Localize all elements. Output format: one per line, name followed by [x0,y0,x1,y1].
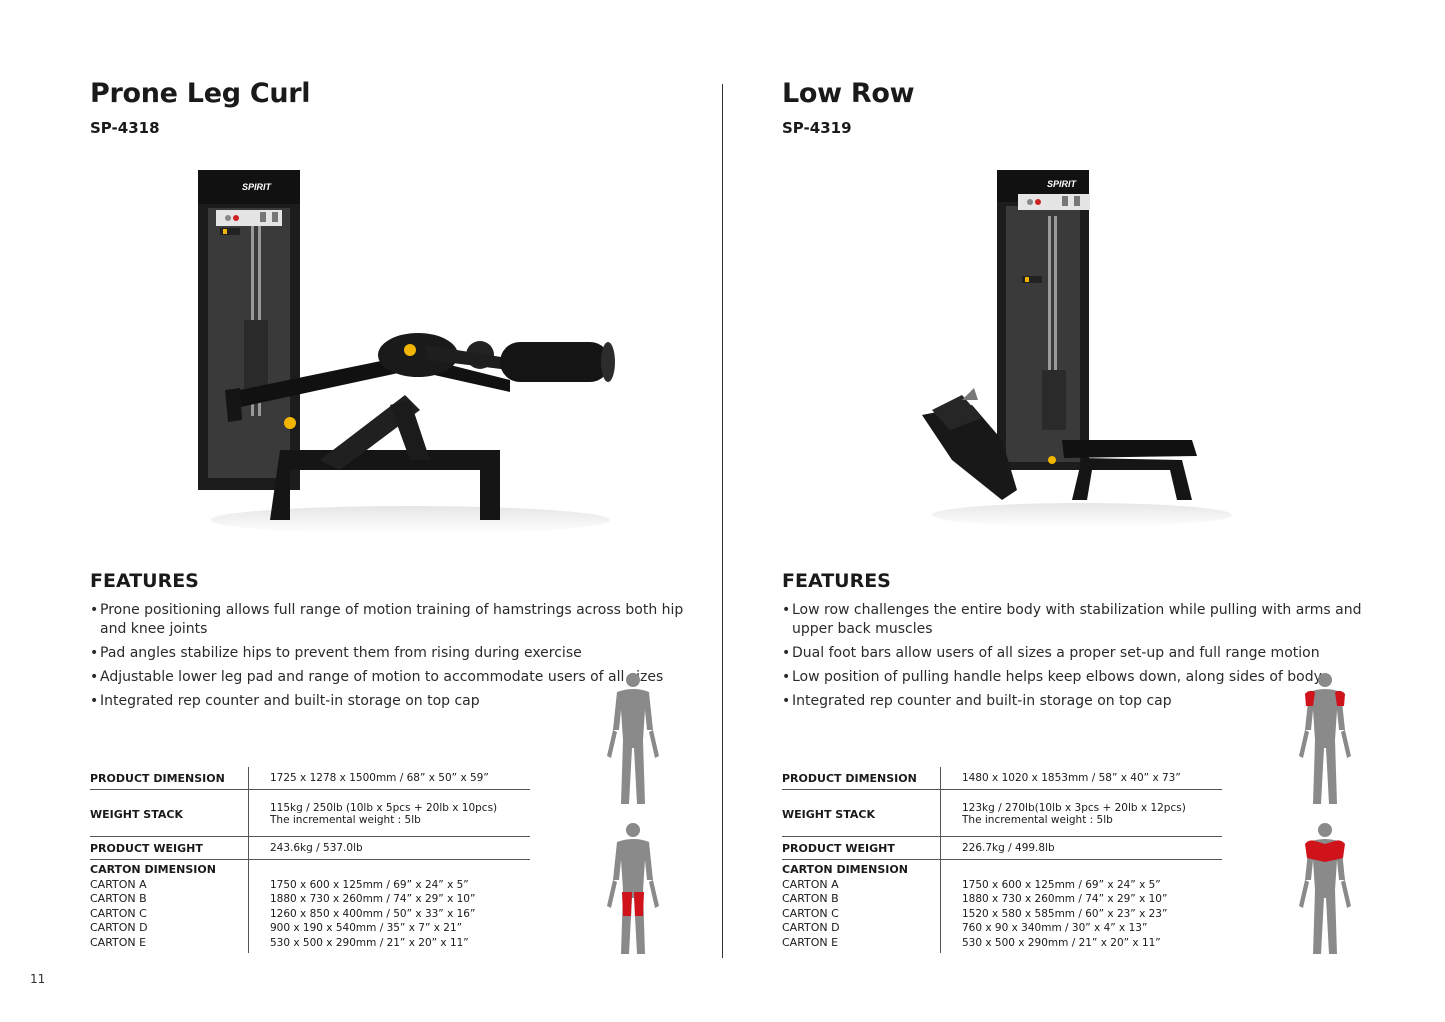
spec-table: PRODUCT DIMENSION 1725 x 1278 x 1500mm /… [90,767,530,953]
features-list: Low row challenges the entire body with … [782,601,1382,716]
product-prone-leg-curl: Prone Leg Curl SP-4318 SPIRIT [90,0,730,1022]
spec-value: 123kg / 270lb(10lb x 3pcs + 20lb x 12pcs… [940,789,1222,837]
features-heading: FEATURES [90,570,199,592]
spec-label: WEIGHT STACK [782,789,941,837]
spec-value: 1725 x 1278 x 1500mm / 68” x 50” x 59” [248,767,530,790]
carton-value: 530 x 500 x 290mm / 21” x 20” x 11” [270,936,469,949]
carton-value: 900 x 190 x 540mm / 35” x 7” x 21” [270,922,463,934]
page-number: 11 [30,972,46,986]
spec-label: WEIGHT STACK [90,789,249,837]
product-photo-prone-leg-curl: SPIRIT [198,170,615,534]
spec-label: PRODUCT WEIGHT [90,836,249,860]
product-photo-low-row: SPIRIT [922,170,1232,527]
column-divider [722,84,723,958]
carton-value: 1880 x 730 x 260mm / 74” x 29” x 10” [270,893,476,905]
carton-value: 760 x 90 x 340mm / 30” x 4” x 13” [962,922,1148,934]
feature-item: Integrated rep counter and built-in stor… [90,692,690,711]
carton-name: CARTON C [90,906,147,920]
carton-value: 1260 x 850 x 400mm / 50” x 33” x 16” [270,907,476,920]
muscle-diagram-front-icon [1299,673,1351,804]
feature-item: Adjustable lower leg pad and range of mo… [90,668,690,687]
carton-value: 530 x 500 x 290mm / 21” x 20” x 11” [962,936,1161,949]
carton-value: 1750 x 600 x 125mm / 69” x 24” x 5” [270,878,469,891]
product-sku: SP-4318 [90,119,160,137]
weight-stack-value: 123kg / 270lb(10lb x 3pcs + 20lb x 12pcs… [962,802,1186,814]
spec-value: 1480 x 1020 x 1853mm / 58” x 40” x 73” [940,767,1222,790]
product-title: Prone Leg Curl [90,78,311,109]
weight-stack-value: 115kg / 250lb (10lb x 5pcs + 20lb x 10pc… [270,802,498,814]
features-heading: FEATURES [782,570,891,592]
carton-name: CARTON E [90,935,147,949]
product-low-row: Low Row SP-4319 SPIRIT FEATURES Low row … [782,0,1422,1022]
muscle-diagram-front-icon [607,673,659,804]
spec-label: CARTON DIMENSION [90,863,216,876]
carton-name: CARTON B [90,892,147,905]
carton-value: 1750 x 600 x 125mm / 69” x 24” x 5” [962,878,1161,891]
features-list: Prone positioning allows full range of m… [90,601,690,716]
carton-name: CARTON E [782,935,839,949]
carton-name: CARTON D [782,921,840,934]
spec-label: PRODUCT DIMENSION [782,767,941,790]
hamstrings-highlight [622,892,644,916]
product-title: Low Row [782,78,915,109]
carton-values: 1750 x 600 x 125mm / 69” x 24” x 5” 1880… [248,859,530,953]
feature-item: Low row challenges the entire body with … [782,601,1382,639]
muscle-diagram-back-icon [1299,823,1351,954]
brand-logo: SPIRIT [242,182,273,192]
carton-name: CARTON A [782,877,839,891]
spec-label: PRODUCT WEIGHT [782,836,941,860]
product-sku: SP-4319 [782,119,852,137]
spec-table: PRODUCT DIMENSION 1480 x 1020 x 1853mm /… [782,767,1222,953]
spec-label: PRODUCT DIMENSION [90,767,249,790]
feature-item: Low position of pulling handle helps kee… [782,668,1382,687]
feature-item: Dual foot bars allow users of all sizes … [782,644,1382,663]
feature-item: Integrated rep counter and built-in stor… [782,692,1382,711]
feature-item: Pad angles stabilize hips to prevent the… [90,644,690,663]
carton-name: CARTON C [782,906,839,920]
carton-labels: CARTON DIMENSION CARTON A CARTON B CARTO… [90,860,249,954]
muscle-diagram-back-icon [607,823,659,954]
spec-value: 226.7kg / 499.8lb [940,836,1222,860]
upper-back-highlight [1305,840,1345,862]
carton-name: CARTON A [90,877,147,891]
weight-increment-value: The incremental weight : 5lb [962,814,1113,826]
carton-value: 1880 x 730 x 260mm / 74” x 29” x 10” [962,893,1168,905]
spec-label: CARTON DIMENSION [782,863,908,876]
spec-value: 115kg / 250lb (10lb x 5pcs + 20lb x 10pc… [248,789,530,837]
carton-name: CARTON B [782,892,839,905]
feature-item: Prone positioning allows full range of m… [90,601,690,639]
carton-values: 1750 x 600 x 125mm / 69” x 24” x 5” 1880… [940,859,1222,953]
spec-value: 243.6kg / 537.0lb [248,836,530,860]
carton-value: 1520 x 580 x 585mm / 60” x 23” x 23” [962,907,1168,920]
carton-labels: CARTON DIMENSION CARTON A CARTON B CARTO… [782,860,941,954]
carton-name: CARTON D [90,921,148,934]
deltoids-highlight [1305,690,1345,706]
weight-increment-value: The incremental weight : 5lb [270,814,421,826]
brand-logo: SPIRIT [1047,179,1078,189]
